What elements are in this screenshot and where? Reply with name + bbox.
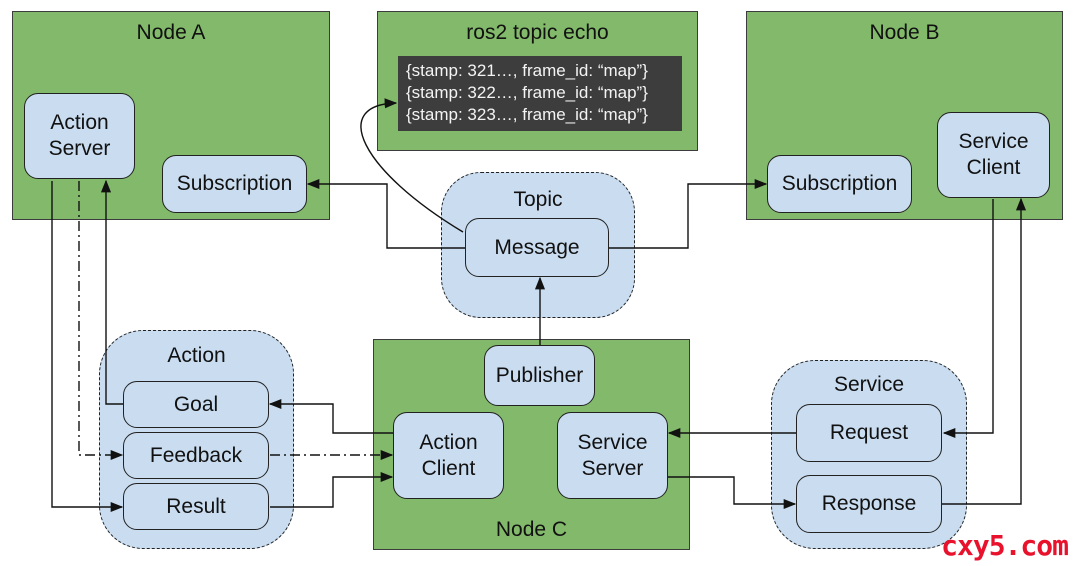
action-server: Action Server bbox=[24, 93, 135, 179]
client-to-request bbox=[942, 199, 994, 439]
service-title: Service bbox=[833, 373, 905, 396]
action-title: Action bbox=[167, 344, 226, 367]
watermark: cxy5.com bbox=[941, 529, 1069, 562]
result: Result bbox=[123, 483, 269, 530]
node-b-subscription: Subscription bbox=[767, 155, 912, 213]
client-to-goal bbox=[268, 398, 393, 434]
echo-output: {stamp: 321…, frame_id: “map”} {stamp: 3… bbox=[398, 56, 682, 131]
node-c-title: Node C bbox=[495, 518, 568, 541]
topic-title: Topic bbox=[513, 188, 563, 211]
echo-line: {stamp: 323…, frame_id: “map”} bbox=[406, 105, 648, 124]
node-b-title: Node B bbox=[869, 21, 940, 44]
echo-line: {stamp: 321…, frame_id: “map”} bbox=[406, 61, 648, 80]
result-to-client bbox=[270, 471, 394, 508]
message-to-subscription-a bbox=[306, 178, 465, 249]
goal: Goal bbox=[123, 381, 269, 428]
message-to-subscription-b bbox=[609, 178, 768, 249]
action-client: Action Client bbox=[393, 412, 504, 499]
node-a-title: Node A bbox=[136, 21, 206, 44]
feedback: Feedback bbox=[123, 432, 269, 479]
message: Message bbox=[465, 218, 609, 277]
node-a-subscription: Subscription bbox=[162, 155, 307, 213]
response: Response bbox=[796, 475, 942, 533]
service-client: Service Client bbox=[937, 112, 1050, 198]
publisher: Publisher bbox=[484, 345, 595, 406]
service-server: Service Server bbox=[557, 412, 668, 499]
request: Request bbox=[796, 404, 942, 462]
echo-line: {stamp: 322…, frame_id: “map”} bbox=[406, 83, 648, 102]
server-to-feedback bbox=[78, 181, 124, 461]
response-to-client bbox=[942, 197, 1027, 505]
message-to-echo bbox=[360, 98, 464, 233]
server-to-result bbox=[51, 181, 124, 513]
echo-title: ros2 topic echo bbox=[466, 21, 609, 44]
goal-to-server bbox=[100, 179, 123, 405]
server-to-response bbox=[668, 476, 797, 510]
